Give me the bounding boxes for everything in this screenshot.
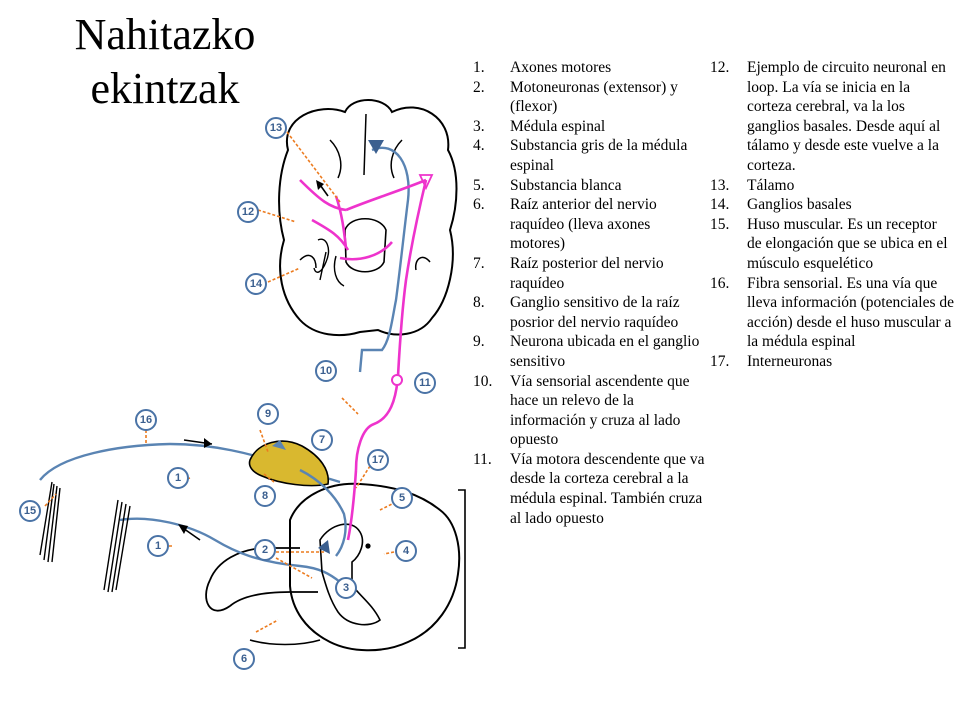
legend-item: 15. Huso muscular. Es un receptor de elon…	[710, 215, 955, 274]
badge-7: 7	[311, 429, 333, 451]
legend-item-text: Substancia blanca	[510, 176, 622, 194]
badge-6: 6	[233, 648, 255, 670]
legend-item-text: Raíz anterior del nervio raquídeo (lleva…	[510, 196, 657, 253]
spinal-cord-section-icon	[289, 468, 461, 652]
legend-item-text: Ejemplo de circuito neuronal en loop. La…	[747, 59, 946, 174]
legend-item: 4. Substancia gris de la médula espinal	[473, 136, 708, 175]
legend-item-number: 10.	[473, 372, 493, 390]
legend-item-number: 8.	[473, 294, 485, 312]
badge-11: 11	[414, 372, 436, 394]
legend-item: 16. Fibra sensorial. Es una vía que lleva…	[710, 274, 955, 352]
legend-item-text: Huso muscular. Es un receptor de elongac…	[747, 215, 948, 272]
legend-item-number: 9.	[473, 333, 485, 351]
badge-3-text: 3	[343, 582, 349, 594]
legend-item-text: Motoneuronas (extensor) y (flexor)	[510, 78, 678, 116]
legend-item-number: 11.	[473, 450, 492, 468]
legend-item: 2. Motoneuronas (extensor) y (flexor)	[473, 78, 708, 117]
badge-4-text: 4	[403, 545, 410, 557]
legend-item-number: 17.	[710, 352, 730, 370]
badge-6-text: 6	[241, 653, 247, 665]
badge-1-lower: 1	[147, 535, 169, 557]
badge-15-text: 15	[24, 505, 36, 517]
legend-item-text: Tálamo	[747, 176, 795, 194]
legend-item: 13. Tálamo	[710, 176, 955, 196]
badge-1-upper-text: 1	[175, 472, 181, 484]
badge-10-text: 10	[320, 365, 332, 377]
badge-4: 4	[395, 540, 417, 562]
legend-item: 1. Axones motores	[473, 58, 708, 78]
badge-7-text: 7	[319, 434, 325, 446]
badge-1-upper: 1	[167, 467, 189, 489]
legend-item-number: 7.	[473, 254, 485, 272]
legend-item: 10. Vía sensorial ascendente que hace un …	[473, 372, 708, 450]
legend-item-text: Ganglios basales	[747, 196, 852, 214]
badge-5-text: 5	[399, 492, 405, 504]
badge-8: 8	[254, 485, 276, 507]
legend-item-number: 14.	[710, 196, 730, 214]
spinal-cord-bracket	[458, 489, 466, 649]
badge-9-text: 9	[265, 408, 271, 420]
badge-15: 15	[19, 500, 41, 522]
legend-item: 3. Médula espinal	[473, 117, 708, 137]
legend-item-number: 13.	[710, 176, 730, 194]
legend-item: 8. Ganglio sensitivo de la raíz posrior d…	[473, 293, 708, 332]
sensory-neuron-dot	[272, 440, 286, 450]
badge-1-lower-text: 1	[155, 540, 161, 552]
direction-arrows	[178, 180, 329, 541]
badge-2-text: 2	[262, 544, 268, 556]
legend-item-text: Médula espinal	[510, 117, 606, 135]
badge-14-text: 14	[250, 278, 263, 290]
legend-item-number: 1.	[473, 59, 485, 76]
leader-lines	[44, 127, 397, 633]
badge-11-text: 11	[419, 377, 431, 389]
badge-13: 13	[265, 117, 287, 139]
badge-12: 12	[237, 201, 259, 223]
badge-10: 10	[315, 360, 337, 382]
legend-item-text: Interneuronas	[747, 352, 833, 370]
legend-item-number: 15.	[710, 215, 730, 233]
badge-9: 9	[257, 403, 279, 425]
legend-item-text: Raíz posterior del nervio raquídeo	[510, 254, 664, 292]
legend-item-text: Axones motores	[510, 59, 612, 76]
title-line-1: Nahitazko	[74, 10, 256, 59]
legend-item-text: Ganglio sensitivo de la raíz posrior del…	[510, 294, 680, 331]
legend-item: 14. Ganglios basales	[710, 195, 955, 215]
legend-item-text: Vía motora descendente que va desde la c…	[510, 450, 705, 527]
legend-item: 17. Interneuronas	[710, 352, 955, 372]
legend-item-number: 12.	[710, 59, 730, 76]
badge-13-text: 13	[270, 122, 282, 134]
legend-item: 5. Substancia blanca	[473, 176, 708, 196]
badge-17: 17	[367, 449, 389, 471]
legend-item-text: Substancia gris de la médula espinal	[510, 137, 688, 174]
badge-2: 2	[254, 539, 276, 561]
badge-8-text: 8	[262, 490, 268, 502]
legend-item-text: Fibra sensorial. Es una vía que lleva in…	[747, 274, 955, 351]
legend-list-right: 12. Ejemplo de circuito neuronal en loop.…	[710, 58, 955, 372]
legend-item: 11. Vía motora descendente que va desde l…	[473, 450, 708, 528]
legend-item-number: 6.	[473, 196, 485, 214]
legend-list-left: 1. Axones motores 2. Motoneuronas (extensor…	[473, 58, 708, 528]
legend-item: 12. Ejemplo de circuito neuronal en loop.…	[710, 58, 955, 176]
badge-16: 16	[135, 409, 157, 431]
legend-item-number: 4.	[473, 137, 485, 155]
badge-16-text: 16	[140, 414, 152, 426]
slide-title: Nahitazko ekintzak	[60, 8, 270, 116]
title-line-2: ekintzak	[90, 64, 240, 113]
legend-item-number: 16.	[710, 274, 730, 292]
brain-section-icon	[278, 99, 458, 471]
badge-3: 3	[335, 577, 357, 599]
legend-item-text: Vía sensorial ascendente que hace un rel…	[510, 372, 690, 449]
badge-14: 14	[245, 273, 267, 295]
legend-item-number: 3.	[473, 117, 485, 135]
badge-17-text: 17	[372, 454, 384, 466]
legend-item: 9. Neurona ubicada en el ganglio sensitiv…	[473, 332, 708, 371]
badge-12-text: 12	[242, 206, 254, 218]
legend-item-text: Neurona ubicada en el ganglio sensitivo	[510, 333, 700, 370]
legend-item-number: 5.	[473, 176, 485, 194]
badge-5: 5	[391, 487, 413, 509]
legend-item: 6. Raíz anterior del nervio raquídeo (lle…	[473, 195, 708, 254]
legend-item: 7. Raíz posterior del nervio raquídeo	[473, 254, 708, 293]
legend-item-number: 2.	[473, 78, 485, 96]
